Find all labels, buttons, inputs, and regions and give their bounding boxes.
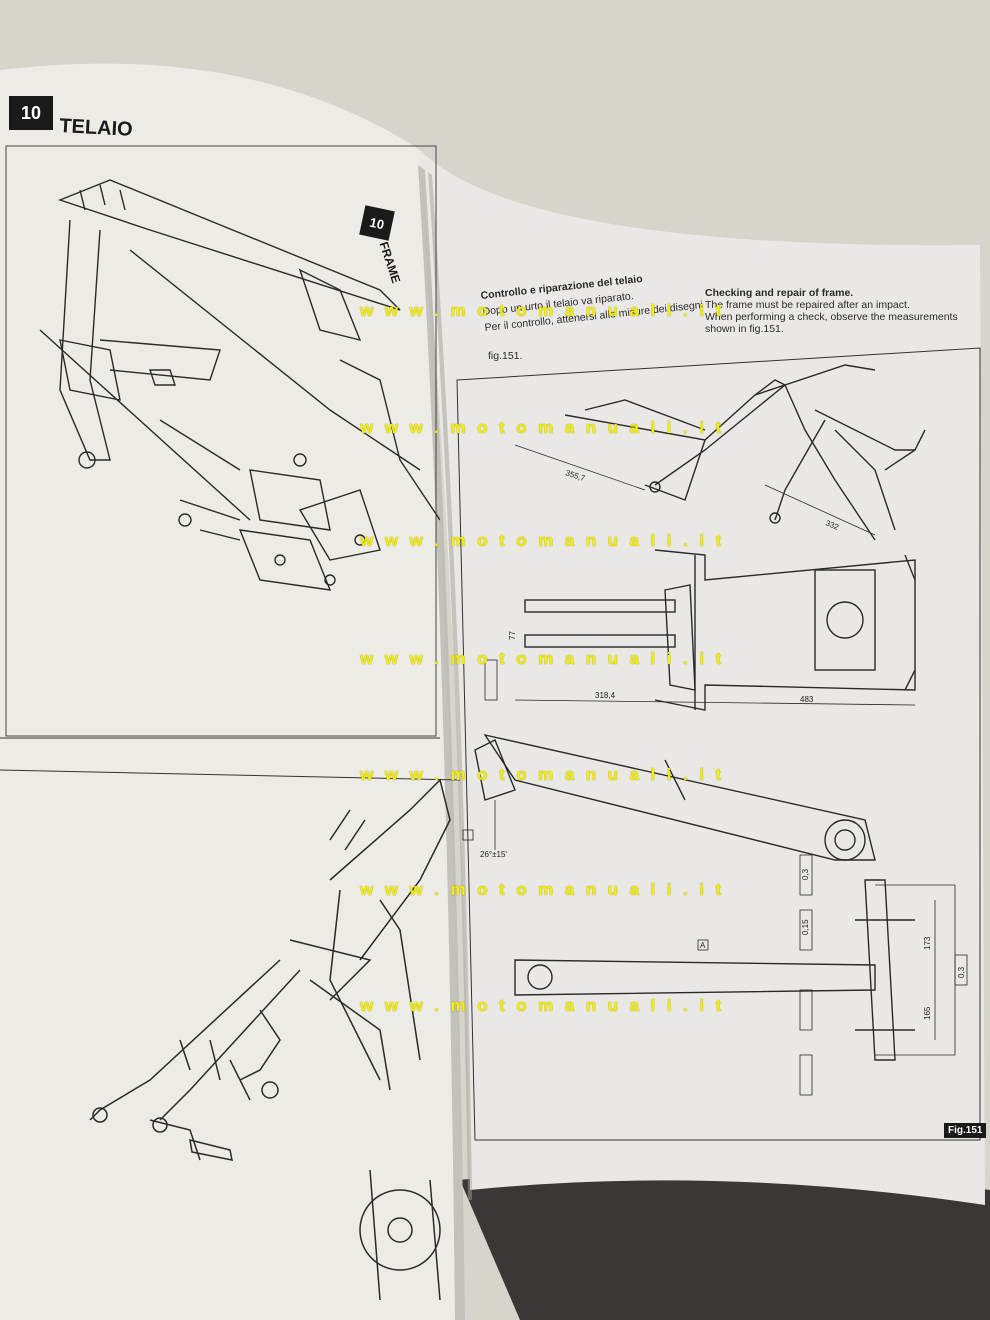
- english-text-line-2: When performing a check, observe the mea…: [705, 311, 958, 323]
- right-chapter-number: 10: [368, 214, 386, 232]
- dim-483: 483: [800, 695, 814, 704]
- italian-text-line-3: fig.151.: [488, 350, 523, 362]
- dim-355-7: 355,7: [564, 468, 586, 483]
- dim-77: 77: [508, 631, 517, 640]
- watermark-2: w w w . m o t o m a n u a l i . i t: [360, 418, 725, 437]
- english-text-line-3: shown in fig.151.: [705, 323, 784, 335]
- left-exploded-frame-illustration-top: [0, 145, 440, 739]
- right-chapter-number-box: 10: [359, 205, 395, 241]
- figure-label-badge: Fig.151: [944, 1123, 987, 1138]
- dim-318-4: 318,4: [595, 691, 616, 700]
- datum-a: A: [700, 941, 706, 950]
- right-page: [420, 150, 985, 1205]
- dim-173: 173: [923, 936, 932, 950]
- dim-26-deg: 26°±15': [480, 850, 507, 859]
- left-chapter-number: 10: [20, 102, 42, 123]
- left-chapter-number-box: 10: [9, 96, 53, 130]
- fig151-technical-drawing: 355,7 332 77 318,4 483 26°±15' 173 165 0…: [456, 347, 981, 1141]
- english-text-line-1: The frame must be repaired after an impa…: [705, 299, 910, 311]
- dim-332: 332: [824, 519, 840, 533]
- left-chapter-title: TELAIO: [58, 115, 134, 141]
- watermark-4: w w w . m o t o m a n u a l i . i t: [360, 649, 725, 668]
- left-frame-illustration-bottom: [0, 769, 460, 1301]
- dim-165: 165: [923, 1006, 932, 1020]
- watermark-6: w w w . m o t o m a n u a l i . i t: [360, 880, 725, 899]
- watermark-1: w w w . m o t o m a n u a l i . i t: [360, 301, 725, 320]
- english-heading: Checking and repair of frame.: [705, 287, 854, 299]
- tolerance-2: 0,15: [801, 919, 810, 935]
- figure-label: Fig.151: [948, 1125, 983, 1136]
- watermark-7: w w w . m o t o m a n u a l i . i t: [360, 996, 725, 1015]
- tolerance-3: 0,3: [957, 966, 966, 978]
- watermark-5: w w w . m o t o m a n u a l i . i t: [360, 765, 725, 784]
- tolerance-1: 0,3: [801, 868, 810, 880]
- watermark-3: w w w . m o t o m a n u a l i . i t: [360, 531, 725, 550]
